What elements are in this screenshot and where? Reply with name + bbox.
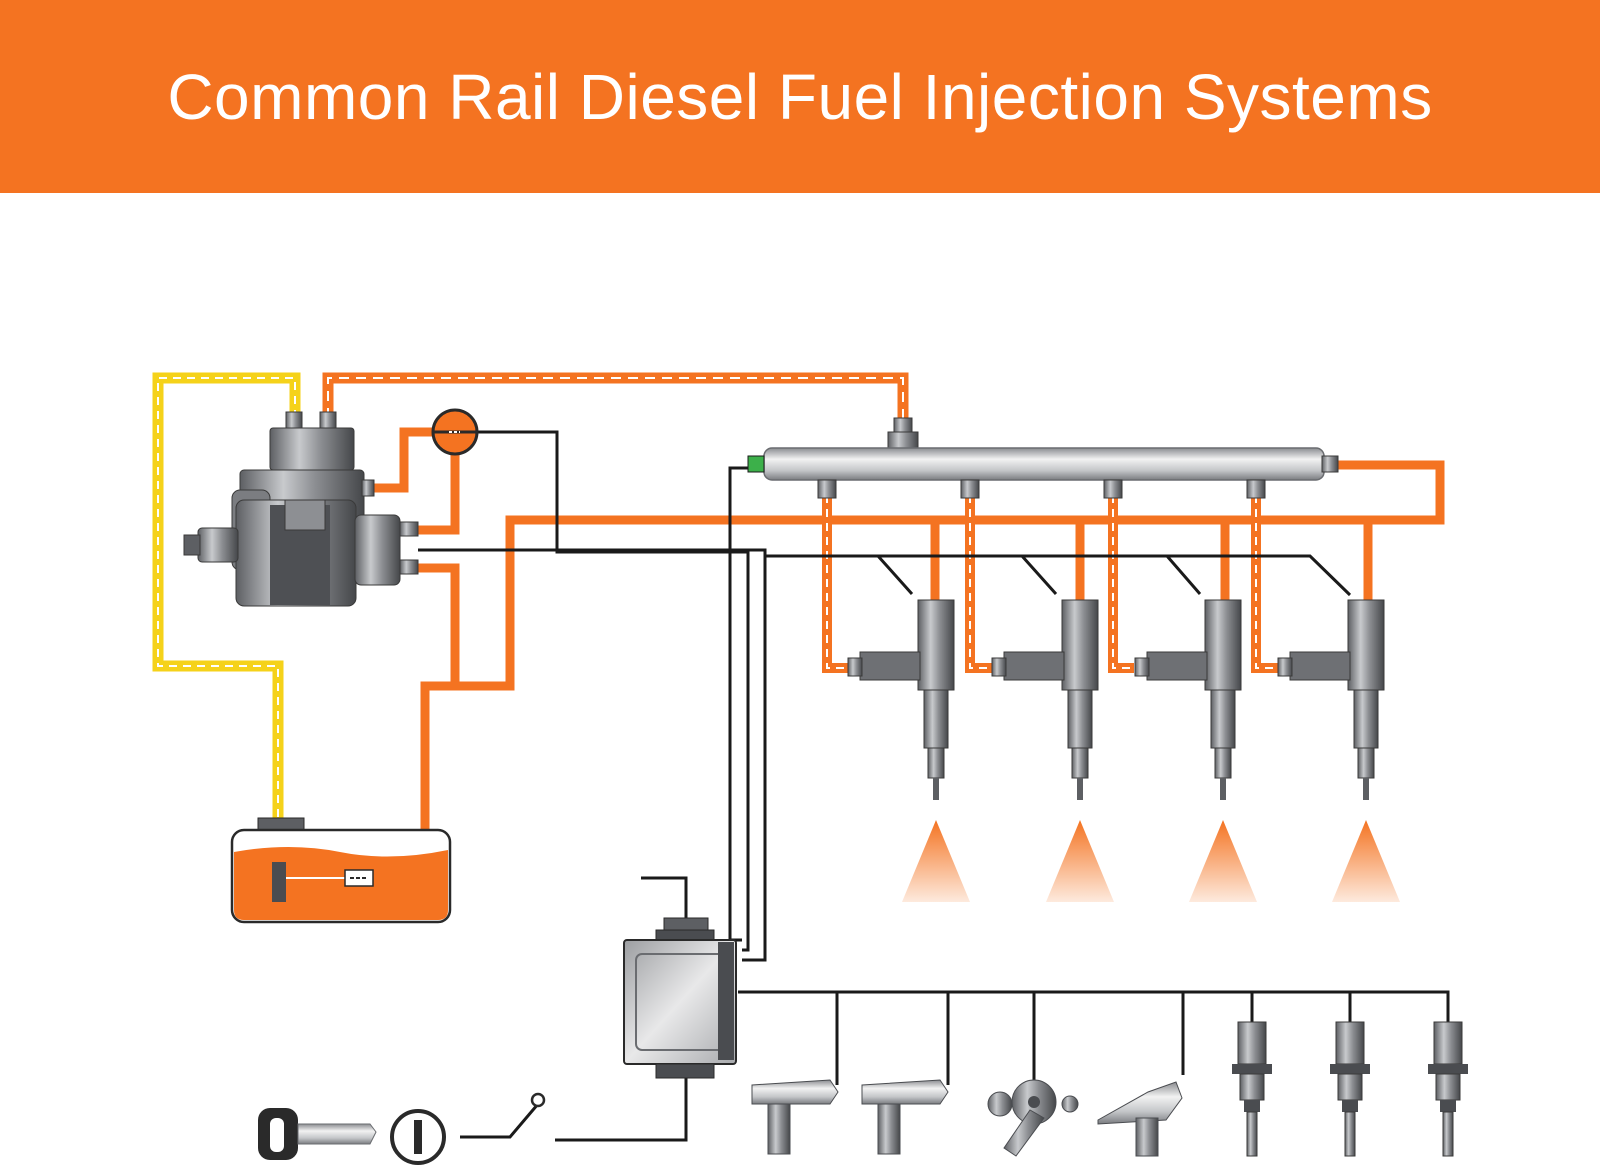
fuel-spray <box>1189 820 1257 902</box>
ignition-switch-icon <box>390 1092 546 1165</box>
wiring <box>418 430 1450 1142</box>
air-sensor-icon <box>1097 1081 1183 1157</box>
fuel-spray <box>902 820 970 902</box>
injector-icon <box>1134 599 1257 902</box>
high-pressure-fuel-lines <box>322 372 1445 848</box>
cam-sensor-icon <box>861 1079 949 1155</box>
fuel-filter-icon <box>431 408 479 456</box>
high-pressure-pump-icon <box>183 411 419 607</box>
fuel-spray <box>1046 820 1114 902</box>
pump-to-rail-line <box>322 372 909 426</box>
pump-return-line <box>418 563 460 686</box>
injector-icon <box>991 599 1114 902</box>
temp-sensor-icon <box>1428 1021 1468 1157</box>
injectors <box>847 599 1400 902</box>
fuel-tank-icon <box>230 817 452 924</box>
sensors <box>751 1021 1468 1157</box>
throttle-sensor-icon <box>987 1079 1079 1157</box>
injector-icon <box>847 599 970 902</box>
temp-sensor-icon <box>1232 1021 1272 1157</box>
crank-sensor-icon <box>751 1079 839 1155</box>
low-pressure-fuel-line <box>152 372 301 848</box>
fuel-spray <box>1332 820 1400 902</box>
title-banner: Common Rail Diesel Fuel Injection System… <box>0 0 1600 193</box>
injector-icon <box>1277 599 1400 902</box>
return-line <box>420 460 1445 848</box>
ignition-key-icon <box>258 1108 377 1160</box>
common-rail-icon <box>747 417 1339 499</box>
ecu-icon <box>623 917 737 1079</box>
filter-to-pump-line <box>418 452 460 535</box>
page-title: Common Rail Diesel Fuel Injection System… <box>167 60 1433 133</box>
pump-to-filter-line <box>372 427 432 493</box>
temp-sensor-icon <box>1330 1021 1370 1157</box>
rail-feed-lines <box>822 495 1278 673</box>
